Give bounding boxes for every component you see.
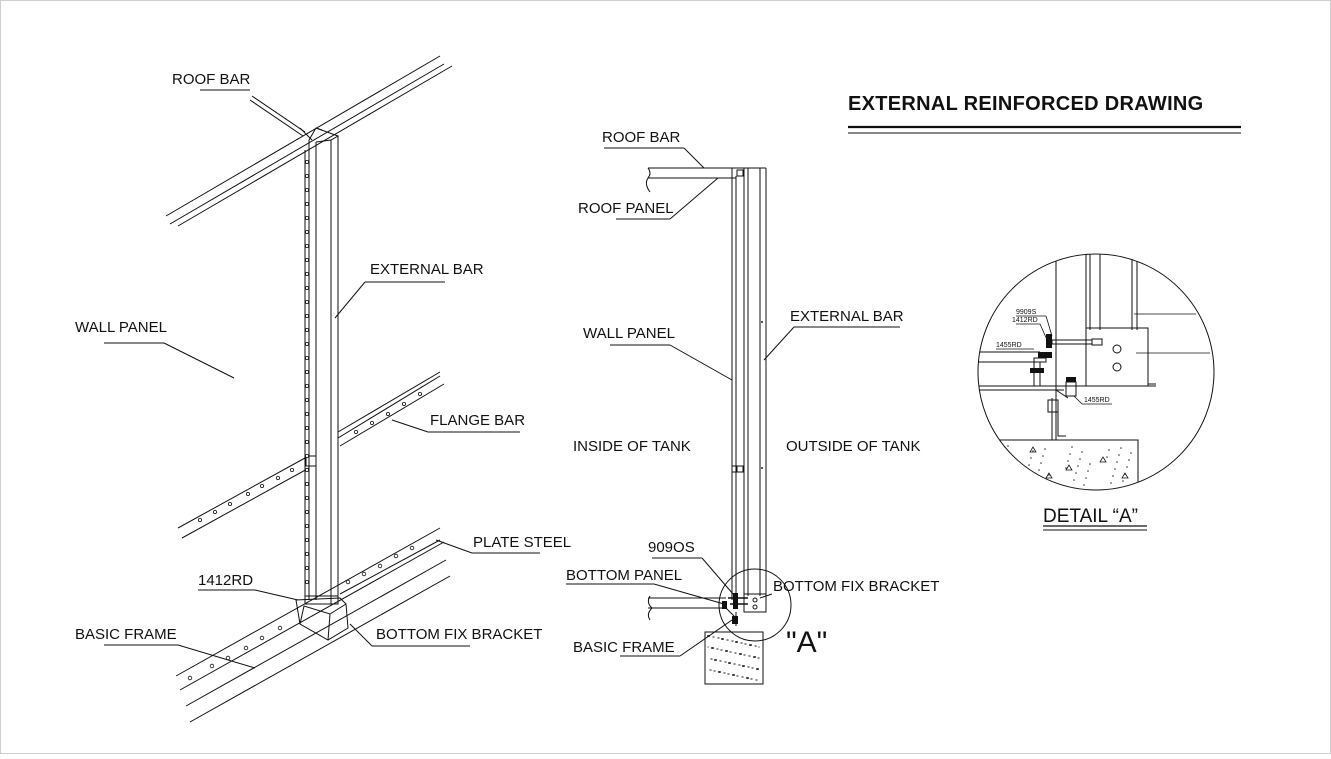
label-inside-of-tank: INSIDE OF TANK (573, 438, 691, 455)
detail-note-1455rd-a: 1455RD (996, 342, 1022, 349)
label-basic-frame-left: BASIC FRAME (75, 626, 177, 643)
detail-a-view (977, 253, 1215, 491)
label-basic-frame-section: BASIC FRAME (573, 639, 675, 656)
detail-a-caption: DETAIL “A” (1043, 506, 1138, 527)
bolt-holes (187, 159, 422, 681)
label-detail-marker-a: "A" (786, 626, 827, 659)
detail-note-1455rd-b: 1455RD (1084, 397, 1110, 404)
isometric-view (104, 55, 540, 723)
label-wall-panel-section: WALL PANEL (583, 325, 675, 342)
label-wall-panel-left: WALL PANEL (75, 319, 167, 336)
label-bottom-fix-bracket-left: BOTTOM FIX BRACKET (376, 626, 542, 643)
section-view (566, 147, 900, 685)
label-bottom-fix-bracket-section: BOTTOM FIX BRACKET (773, 578, 939, 595)
label-909os: 909OS (648, 539, 695, 556)
label-roof-panel: ROOF PANEL (578, 200, 674, 217)
detail-note-9909s: 9909S (1016, 309, 1037, 316)
label-flange-bar: FLANGE BAR (430, 412, 525, 429)
label-outside-of-tank: OUTSIDE OF TANK (786, 438, 920, 455)
drawing-title: EXTERNAL REINFORCED DRAWING (848, 93, 1204, 115)
label-external-bar-left: EXTERNAL BAR (370, 261, 484, 278)
label-roof-bar-left: ROOF BAR (172, 71, 251, 88)
detail-note-1412rd: 1412RD (1012, 317, 1038, 324)
label-external-bar-section: EXTERNAL BAR (790, 308, 904, 325)
label-roof-bar-section: ROOF BAR (602, 129, 681, 146)
label-plate-steel: PLATE STEEL (473, 534, 571, 551)
label-bottom-panel: BOTTOM PANEL (566, 567, 682, 584)
label-1412rd: 1412RD (198, 572, 253, 589)
